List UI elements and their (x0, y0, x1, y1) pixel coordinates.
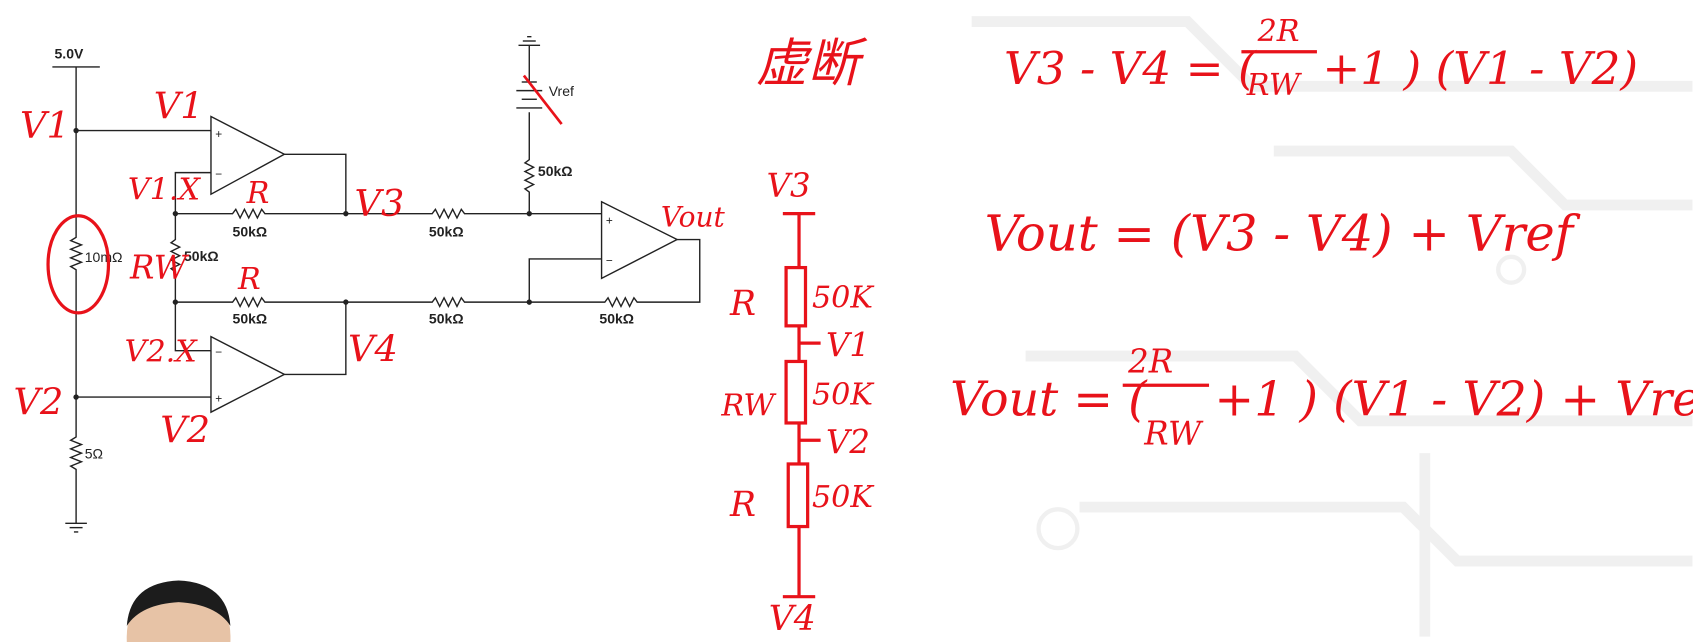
r-top-label: R (246, 176, 270, 211)
ground-icon (65, 522, 87, 533)
background-traces (971, 16, 1693, 637)
r-in-top-label: 50kΩ (429, 223, 464, 239)
vout-label: Vout (661, 201, 726, 234)
eq1-rhs-label: +1 ) (V1 - V2) (1322, 42, 1638, 95)
eq3-num-label: 2R (1127, 342, 1173, 380)
vref-label: Vref (549, 83, 574, 99)
notes-title: 虚断 (756, 34, 868, 94)
r-out-feedback-label: 50kΩ (599, 311, 634, 327)
ladder-r2-val-label: 50K (812, 480, 875, 515)
eq3-rhs-label: +1 ) (V1 - V2) + Vref (1214, 372, 1693, 427)
minus-label: − (215, 167, 222, 181)
v3-label: V3 (354, 182, 404, 225)
eq3-lhs-label: Vout = ( (950, 372, 1148, 427)
ground-icon (518, 35, 541, 47)
r-bottom-label: R (237, 262, 261, 297)
r-gain-label: 50kΩ (184, 248, 219, 264)
r-bottom-feedback-label: 50kΩ (233, 311, 268, 327)
ladder-r2-label: R (729, 485, 756, 525)
v1-wire-label: V1 (154, 85, 204, 128)
ladder-v2-label: V2 (826, 423, 870, 461)
input-resistor-top (345, 207, 602, 220)
ref-resistor (523, 112, 536, 214)
plus-label: + (606, 213, 613, 227)
gain-resistor (169, 213, 182, 303)
r-top-feedback-label: 50kΩ (233, 223, 268, 239)
rw-label: RW (129, 248, 190, 286)
vref-battery-icon (516, 45, 543, 109)
input-and-output-resistors (345, 238, 701, 309)
v1-minus-label: V1.X (128, 173, 202, 208)
eq1-lhs-label: V3 - V4 = ( (1004, 42, 1257, 95)
v2-left-label: V2 (14, 380, 64, 423)
sense-branch (68, 66, 84, 524)
plus-label: + (215, 127, 222, 141)
v1-left-label: V1 (20, 104, 70, 147)
opamp-1 (210, 115, 286, 196)
ladder-v1-label: V1 (826, 326, 870, 364)
eq1-num-label: 2R (1257, 14, 1300, 49)
handwritten-annotations: V1 V1 V1.X R RW R V3 V4 Vout V2.X V2 V2 (14, 74, 726, 451)
ladder-rw-label: RW (720, 388, 777, 423)
opamp-2 (210, 335, 286, 414)
ladder-r1-val-label: 50K (812, 281, 875, 316)
v2-minus-label: V2.X (125, 334, 199, 369)
v2-wire-label: V2 (160, 408, 210, 451)
minus-label: − (215, 345, 222, 359)
supply-label: 5.0V (55, 45, 84, 61)
sense-resistor-label: 10mΩ (85, 249, 123, 265)
minus-label: − (606, 253, 613, 267)
eq1-den-label: RW (1246, 68, 1303, 103)
vout-equation: Vout = (V3 - V4) + Vref (985, 204, 1581, 262)
ladder-v4-label: V4 (769, 599, 816, 639)
ladder-v3-label: V3 (767, 166, 811, 204)
feedback-resistor-bottom (175, 296, 346, 309)
v4-label: V4 (348, 327, 398, 370)
opamp-3 (600, 200, 679, 280)
bottom-resistor-label: 5Ω (85, 446, 103, 462)
eq3-den-label: RW (1143, 415, 1204, 453)
ladder-rw-val-label: 50K (812, 378, 875, 413)
feedback-resistor-top (175, 207, 346, 220)
handwritten-notes: 虚断 V3 - V4 = ( 2R RW +1 ) (V1 - V2) Vout… (720, 14, 1693, 639)
presenter-webcam (126, 580, 231, 642)
r-in-bottom-label: 50kΩ (429, 311, 464, 327)
r-ref-label: 50kΩ (538, 163, 573, 179)
ladder-r1-label: R (729, 284, 756, 324)
plus-label: + (215, 391, 222, 405)
